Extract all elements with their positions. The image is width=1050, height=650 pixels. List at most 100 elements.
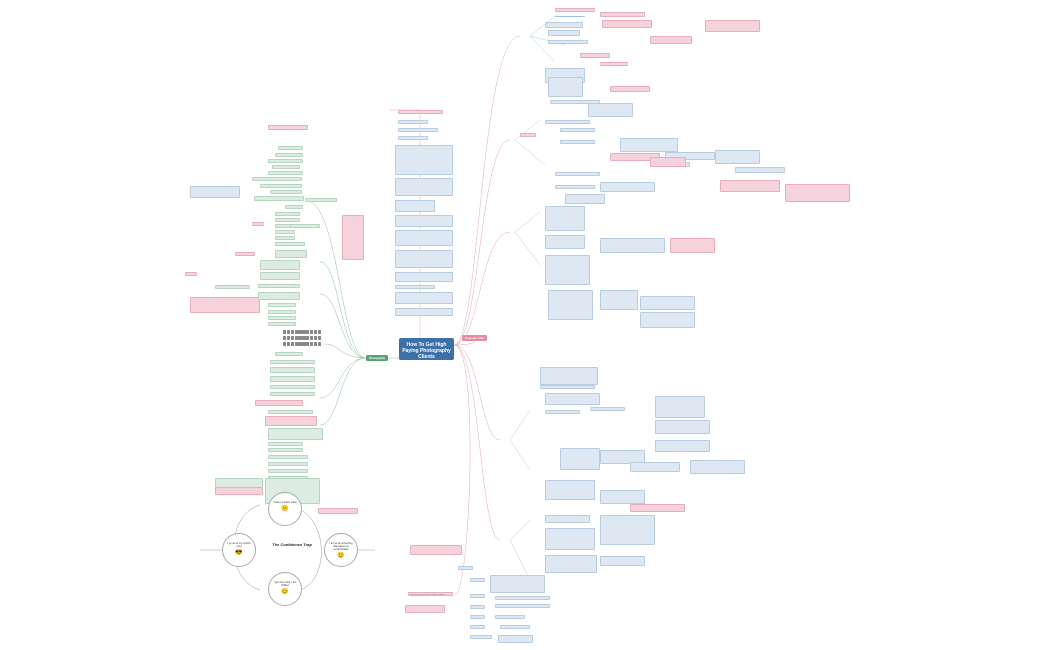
node[interactable] <box>268 125 308 130</box>
node[interactable] <box>495 604 550 608</box>
node[interactable] <box>600 62 628 66</box>
node[interactable] <box>470 625 485 629</box>
node[interactable] <box>545 120 590 124</box>
node[interactable] <box>655 420 710 434</box>
node[interactable] <box>254 196 304 201</box>
node[interactable] <box>590 407 625 411</box>
node[interactable] <box>490 575 545 593</box>
node[interactable] <box>285 205 303 209</box>
node[interactable] <box>550 100 600 104</box>
node[interactable] <box>272 165 300 169</box>
node[interactable] <box>268 410 313 414</box>
node[interactable] <box>258 284 300 288</box>
node[interactable] <box>470 635 492 639</box>
node[interactable] <box>545 480 595 500</box>
node[interactable] <box>260 184 302 188</box>
node[interactable] <box>495 615 525 619</box>
node[interactable] <box>650 157 686 167</box>
node[interactable] <box>655 396 705 418</box>
node[interactable] <box>548 77 583 97</box>
node[interactable] <box>395 308 453 316</box>
node[interactable] <box>555 172 600 176</box>
node[interactable] <box>470 605 485 609</box>
node[interactable] <box>670 238 715 253</box>
node[interactable] <box>395 215 453 227</box>
root-node[interactable]: How To Get High Paying Photography Clien… <box>399 338 454 360</box>
node[interactable] <box>540 367 598 385</box>
node[interactable] <box>405 605 445 613</box>
node[interactable] <box>270 367 315 373</box>
node[interactable] <box>318 508 358 514</box>
node[interactable] <box>545 22 583 28</box>
node[interactable] <box>215 487 263 495</box>
node[interactable] <box>268 455 308 459</box>
node[interactable] <box>275 236 295 240</box>
node[interactable] <box>548 290 593 320</box>
node[interactable] <box>630 462 680 472</box>
node[interactable] <box>395 292 453 304</box>
node[interactable] <box>600 515 655 545</box>
confidence-node-left[interactable]: I go out of my comfort zone 😎 <box>222 533 256 567</box>
node[interactable] <box>268 428 323 440</box>
node[interactable] <box>458 566 473 570</box>
node[interactable] <box>268 316 296 320</box>
node[interactable] <box>498 635 533 643</box>
node[interactable] <box>470 578 485 582</box>
node[interactable] <box>640 312 695 328</box>
branch-photography[interactable]: Photography <box>366 355 388 361</box>
node[interactable] <box>395 285 435 289</box>
node[interactable] <box>555 8 595 12</box>
node[interactable] <box>268 442 303 446</box>
node[interactable] <box>785 184 850 202</box>
node[interactable] <box>342 215 364 260</box>
node[interactable] <box>395 230 453 246</box>
node[interactable] <box>270 190 302 194</box>
node[interactable] <box>290 224 320 228</box>
node[interactable] <box>655 440 710 452</box>
node[interactable] <box>560 128 595 132</box>
node[interactable] <box>190 186 240 198</box>
node[interactable] <box>275 153 303 157</box>
node[interactable] <box>275 218 300 222</box>
node[interactable] <box>555 185 595 189</box>
node[interactable] <box>398 128 438 132</box>
node[interactable] <box>252 177 302 181</box>
node[interactable] <box>268 469 308 473</box>
node[interactable] <box>545 393 600 405</box>
node[interactable] <box>305 198 337 202</box>
node[interactable] <box>275 242 305 246</box>
node[interactable] <box>715 150 760 164</box>
node[interactable] <box>470 615 485 619</box>
node[interactable] <box>545 206 585 231</box>
node[interactable] <box>278 146 303 150</box>
node[interactable] <box>268 322 296 326</box>
node[interactable] <box>548 30 580 36</box>
node[interactable] <box>560 140 595 144</box>
node[interactable] <box>565 194 605 204</box>
node[interactable] <box>548 40 588 44</box>
branch-proposal-letter[interactable]: Proposal Letter <box>462 335 488 341</box>
node[interactable] <box>690 460 745 474</box>
node[interactable] <box>470 594 485 598</box>
node[interactable] <box>720 180 780 192</box>
node[interactable] <box>270 385 315 389</box>
node[interactable] <box>500 625 530 629</box>
node[interactable] <box>255 400 303 406</box>
node[interactable] <box>545 255 590 285</box>
node[interactable] <box>545 555 597 573</box>
node[interactable] <box>395 200 435 212</box>
node[interactable] <box>600 182 655 192</box>
node[interactable] <box>398 136 428 140</box>
node[interactable] <box>560 448 600 470</box>
node[interactable] <box>268 310 296 314</box>
node[interactable] <box>190 297 260 313</box>
node[interactable] <box>265 416 317 426</box>
node[interactable] <box>705 20 760 32</box>
node[interactable] <box>252 222 264 226</box>
node[interactable] <box>600 238 665 253</box>
node[interactable] <box>520 133 536 137</box>
node[interactable] <box>268 171 303 175</box>
node[interactable] <box>545 410 580 414</box>
node[interactable] <box>588 103 633 117</box>
node[interactable] <box>555 14 585 17</box>
